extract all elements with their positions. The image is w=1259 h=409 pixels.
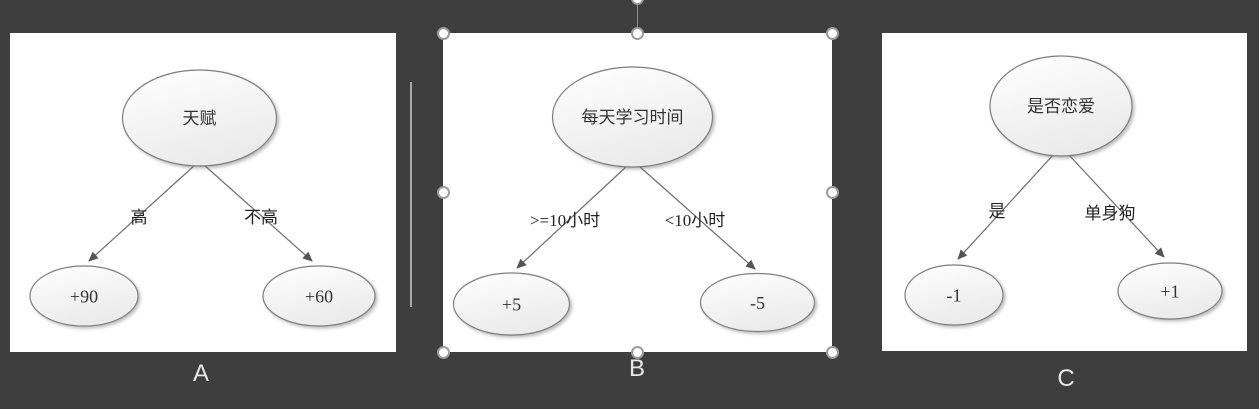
divider-line xyxy=(410,82,412,307)
edge-line-left xyxy=(88,164,196,262)
leaf-value-left: +90 xyxy=(70,286,98,306)
resize-handle-middle-right[interactable] xyxy=(825,186,839,199)
leaf-value-right: -5 xyxy=(750,293,765,313)
panel-letter-b: B xyxy=(628,355,646,382)
rotation-handle[interactable] xyxy=(631,0,644,5)
edge-label-right: 单身狗 xyxy=(1085,204,1136,223)
decision-tree-c: 是否恋爱 是 单身狗 -1 +1 xyxy=(904,55,1223,326)
edge-label-right: 不高 xyxy=(244,208,278,227)
leaf-node-right xyxy=(1117,262,1223,320)
root-node xyxy=(989,55,1133,157)
edge-line-left xyxy=(957,153,1055,260)
edge-line-left xyxy=(516,165,628,269)
resize-handle-top-left[interactable] xyxy=(436,26,450,40)
edge-label-left: >=10小时 xyxy=(530,211,600,230)
panel-card-b-selected[interactable]: 每天学习时间 >=10小时 <10小时 +5 -5 xyxy=(443,33,832,352)
edge-line-right xyxy=(1067,153,1165,258)
resize-handle-bottom-center[interactable] xyxy=(631,345,644,359)
leaf-node-left xyxy=(452,272,571,336)
leaf-value-left: +5 xyxy=(502,294,521,314)
root-node xyxy=(551,66,714,168)
edge-label-left: 高 xyxy=(131,208,148,227)
leaf-node-right xyxy=(699,272,816,333)
panel-letter-a: A xyxy=(192,360,210,387)
resize-handle-bottom-left[interactable] xyxy=(436,345,450,359)
root-node xyxy=(121,69,278,167)
leaf-node-left xyxy=(904,264,1004,326)
leaf-node-left xyxy=(29,265,139,327)
leaf-node-right xyxy=(262,265,376,327)
leaf-value-left: -1 xyxy=(947,285,962,305)
decision-tree-a: 天赋 高 不高 +90 +60 xyxy=(29,69,376,327)
resize-handle-bottom-right[interactable] xyxy=(825,345,839,359)
root-node-label: 每天学习时间 xyxy=(582,108,684,127)
edge-line-right xyxy=(638,165,756,270)
rotation-connector-line xyxy=(637,5,638,28)
leaf-value-right: +60 xyxy=(305,286,333,306)
panel-letter-c: C xyxy=(1057,365,1075,392)
edge-label-left: 是 xyxy=(989,202,1006,221)
edge-line-right xyxy=(203,164,313,262)
root-node-label: 是否恋爱 xyxy=(1027,96,1095,116)
root-node-label: 天赋 xyxy=(183,109,217,128)
leaf-value-right: +1 xyxy=(1160,281,1179,301)
resize-handle-top-right[interactable] xyxy=(825,26,839,40)
panel-card-a[interactable]: 天赋 高 不高 +90 +60 xyxy=(10,33,396,352)
edge-label-right: <10小时 xyxy=(665,211,726,230)
decision-tree-b: 每天学习时间 >=10小时 <10小时 +5 -5 xyxy=(452,66,816,336)
resize-handle-middle-left[interactable] xyxy=(436,186,450,199)
resize-handle-top-center[interactable] xyxy=(631,26,644,40)
panel-card-c[interactable]: 是否恋爱 是 单身狗 -1 +1 xyxy=(882,33,1247,351)
